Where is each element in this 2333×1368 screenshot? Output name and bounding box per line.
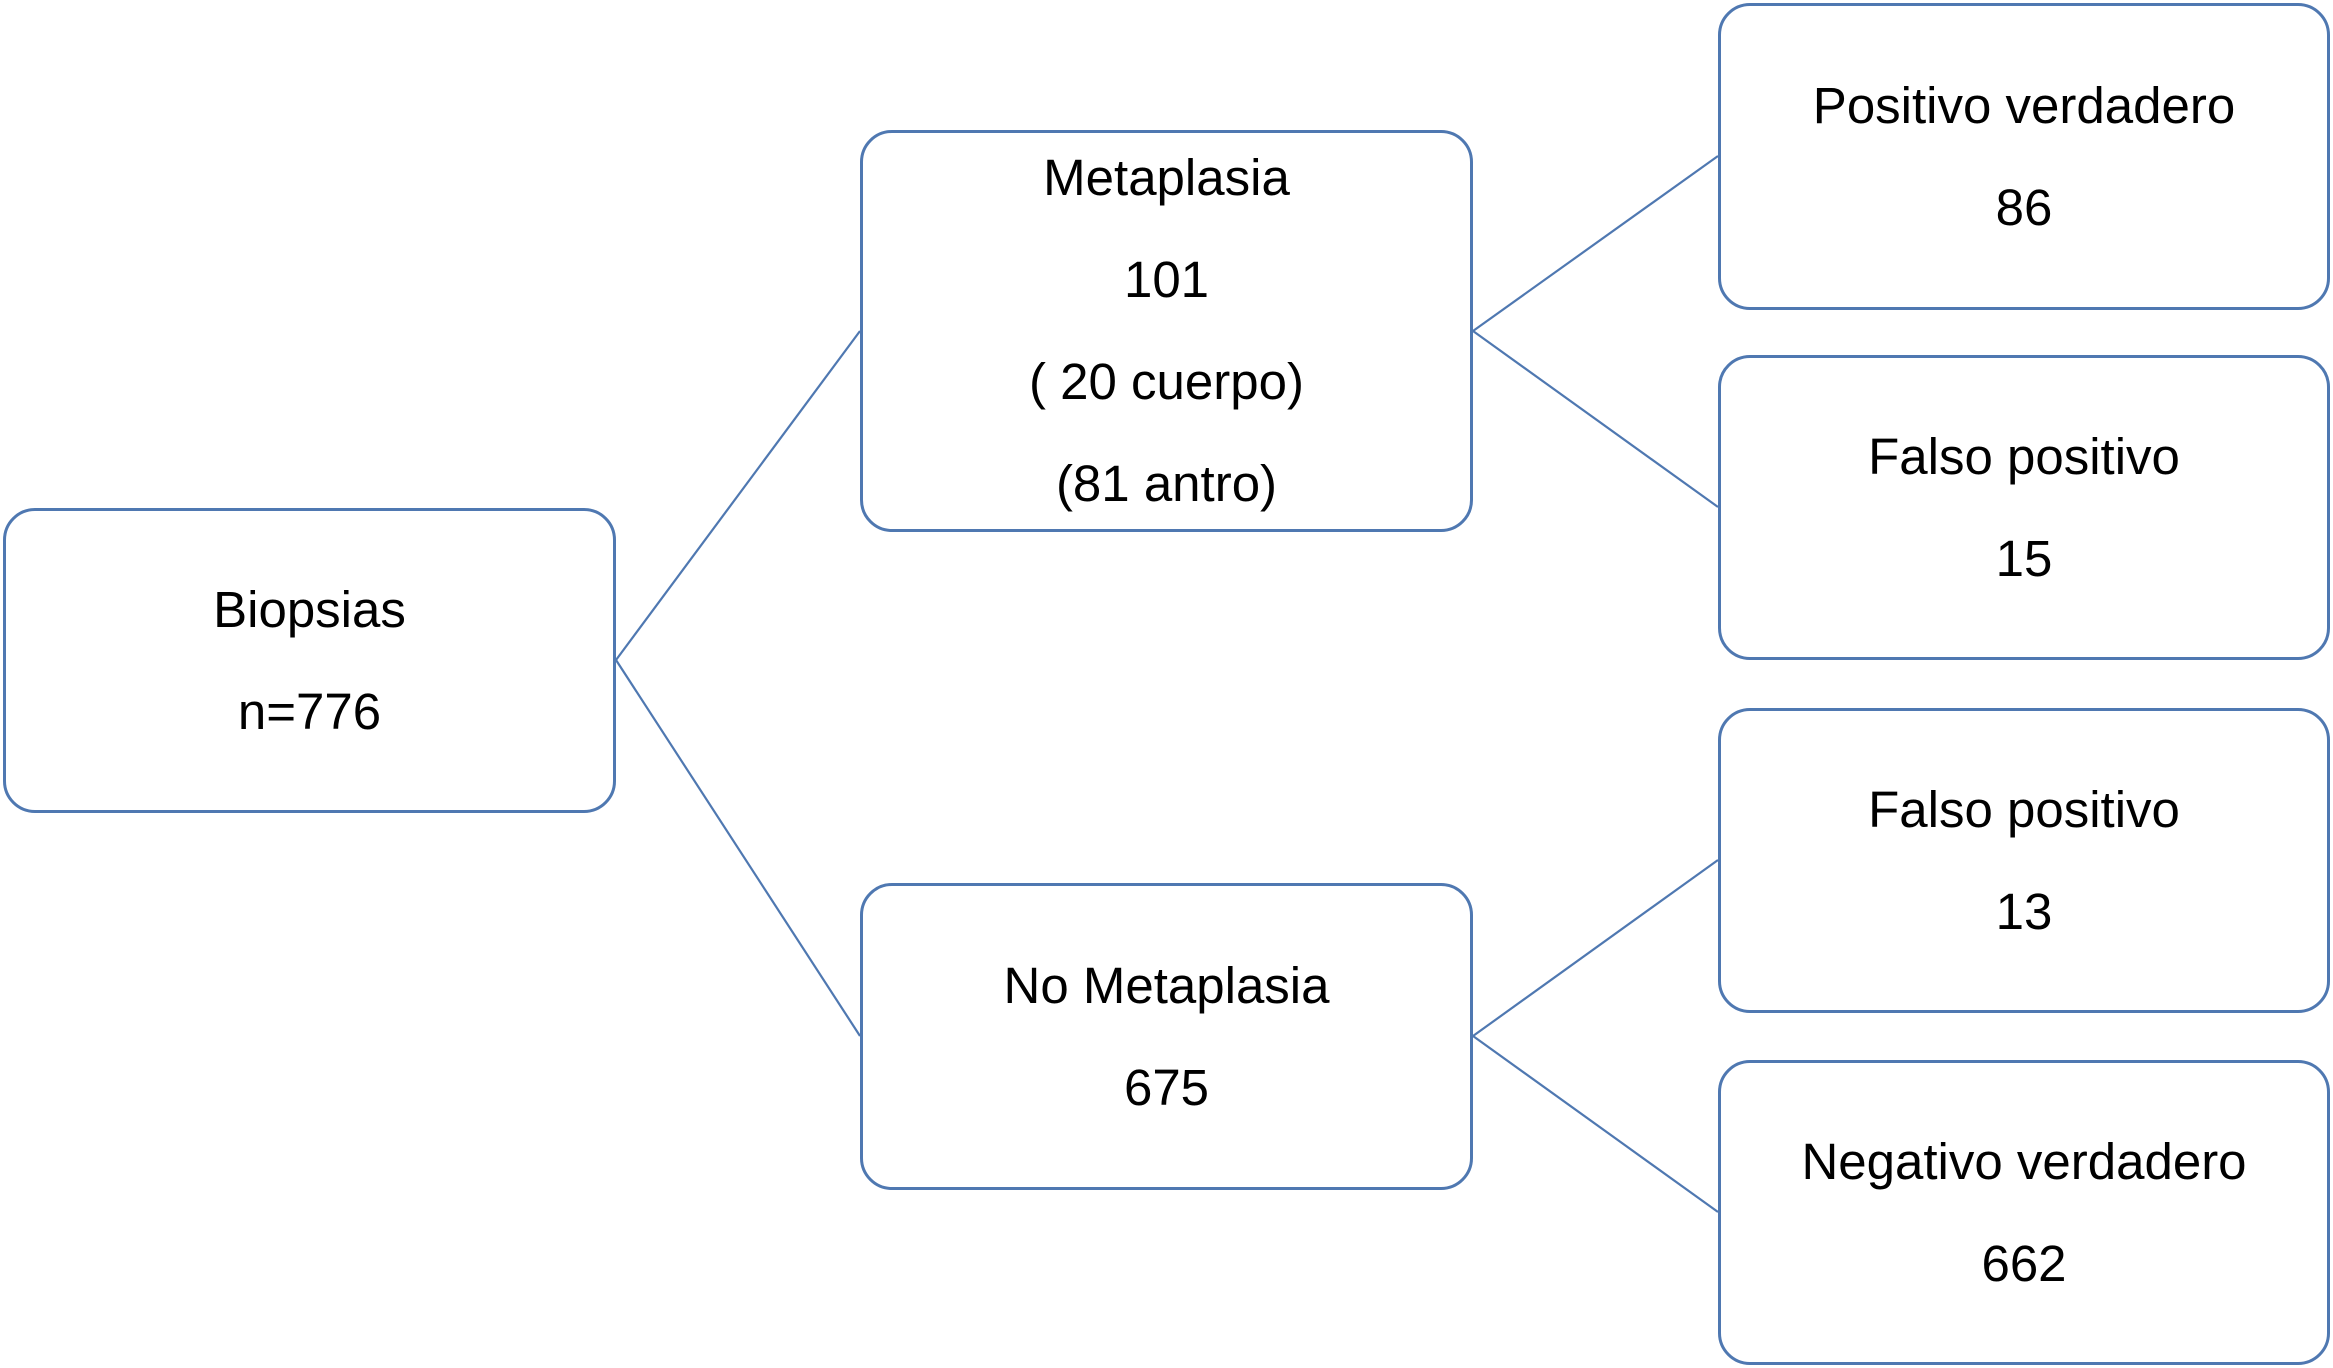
node-label: Metaplasia xyxy=(1043,149,1290,206)
node-label: Falso positivo xyxy=(1868,427,2180,485)
node-falso-positivo-no-metaplasia: Falso positivo 13 xyxy=(1718,708,2330,1013)
node-label: Negativo verdadero xyxy=(1801,1132,2247,1190)
connector-biopsias-no-metaplasia xyxy=(615,659,861,1037)
node-count: 86 xyxy=(1995,178,2053,236)
node-no-metaplasia: No Metaplasia 675 xyxy=(860,883,1473,1190)
node-label: No Metaplasia xyxy=(1003,956,1330,1014)
node-count: n=776 xyxy=(237,682,382,740)
node-positivo-verdadero: Positivo verdadero 86 xyxy=(1718,3,2330,310)
connector-no-metaplasia-negativo-verdadero xyxy=(1472,1035,1719,1213)
node-count: 101 xyxy=(1123,251,1210,308)
node-biopsias: Biopsias n=776 xyxy=(3,508,616,813)
node-count: 15 xyxy=(1995,529,2053,587)
node-metaplasia: Metaplasia 101 ( 20 cuerpo) (81 antro) xyxy=(860,130,1473,532)
node-negativo-verdadero: Negativo verdadero 662 xyxy=(1718,1060,2330,1365)
node-label: Positivo verdadero xyxy=(1812,76,2236,134)
node-count: 13 xyxy=(1995,882,2053,940)
node-falso-positivo-metaplasia: Falso positivo 15 xyxy=(1718,355,2330,660)
connector-no-metaplasia-falso-positivo xyxy=(1472,859,1719,1037)
node-count: 662 xyxy=(1981,1234,2067,1292)
node-detail-cuerpo: ( 20 cuerpo) xyxy=(1029,353,1304,410)
connector-metaplasia-falso-positivo xyxy=(1472,330,1719,508)
node-label: Biopsias xyxy=(213,580,406,638)
connector-metaplasia-positivo-verdadero xyxy=(1472,155,1719,332)
node-detail-antro: (81 antro) xyxy=(1055,455,1278,512)
connector-biopsias-metaplasia xyxy=(615,330,861,661)
node-count: 675 xyxy=(1123,1058,1210,1116)
node-label: Falso positivo xyxy=(1868,780,2180,838)
